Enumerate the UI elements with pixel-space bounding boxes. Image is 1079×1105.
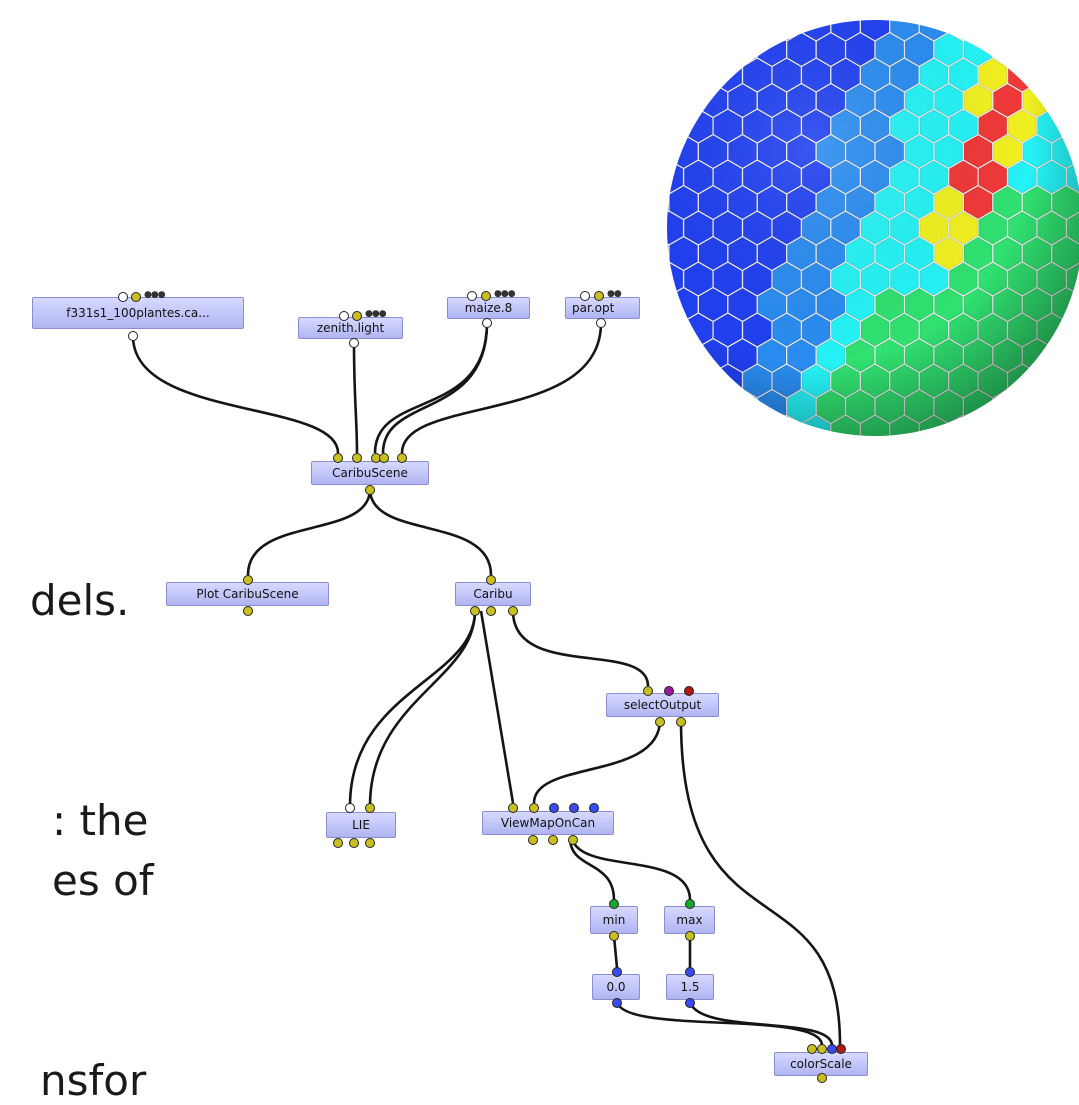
more-ports-icon: ●●: [607, 289, 622, 299]
slide-text-line-2: : the: [52, 796, 149, 845]
output-port[interactable]: [486, 606, 496, 616]
output-port[interactable]: [118, 292, 128, 302]
output-port[interactable]: [817, 1073, 827, 1083]
node-caribuscene[interactable]: CaribuScene: [311, 461, 429, 485]
wire-minvalue-colorscale: [615, 1001, 824, 1046]
output-port[interactable]: [548, 835, 558, 845]
wire-selectoutput-viewmap: [532, 719, 662, 804]
node-par-opt[interactable]: par.opt: [565, 297, 640, 319]
output-port[interactable]: [609, 931, 619, 941]
input-port[interactable]: [596, 318, 606, 328]
output-port[interactable]: [655, 717, 665, 727]
output-port[interactable]: [243, 606, 253, 616]
output-port[interactable]: [470, 606, 480, 616]
output-port[interactable]: [352, 311, 362, 321]
wire-maxvalue-colorscale: [688, 1001, 834, 1046]
input-port[interactable]: [685, 967, 695, 977]
input-port[interactable]: [836, 1044, 846, 1054]
output-port[interactable]: [339, 311, 349, 321]
wire-caribuscene-caribu: [368, 488, 493, 576]
input-port[interactable]: [352, 453, 362, 463]
output-port[interactable]: [467, 291, 477, 301]
output-port[interactable]: [365, 485, 375, 495]
input-port[interactable]: [243, 575, 253, 585]
node-plot-caribuscene[interactable]: Plot CaribuScene: [166, 582, 329, 606]
output-port[interactable]: [365, 838, 375, 848]
wire-caribu-selectoutput: [511, 610, 650, 687]
input-port[interactable]: [569, 803, 579, 813]
wire-caribuscene-plot: [246, 488, 372, 576]
wire-zenith-caribuscene: [352, 341, 359, 454]
wire-selectoutput-colorscale: [679, 719, 842, 1046]
more-ports-icon: ●●●: [494, 289, 516, 299]
input-port[interactable]: [529, 803, 539, 813]
output-port[interactable]: [508, 606, 518, 616]
wire-min-value: [612, 935, 619, 969]
output-port[interactable]: [685, 998, 695, 1008]
node-caribu[interactable]: Caribu: [455, 582, 531, 606]
wire-f331-caribuscene: [131, 335, 340, 454]
output-port[interactable]: [580, 291, 590, 301]
wire-maize-caribuscene-1: [373, 322, 489, 454]
input-port[interactable]: [379, 453, 389, 463]
output-port[interactable]: [333, 838, 343, 848]
node-zenith-light[interactable]: zenith.light: [298, 317, 403, 339]
input-port[interactable]: [817, 1044, 827, 1054]
output-port[interactable]: [528, 835, 538, 845]
wire-caribu-lie-1: [348, 610, 477, 807]
input-port[interactable]: [609, 899, 619, 909]
wire-parop-caribuscene: [400, 322, 603, 454]
input-port[interactable]: [349, 338, 359, 348]
wire-caribu-lie-2: [368, 610, 477, 807]
output-port[interactable]: [131, 292, 141, 302]
wire-caribu-viewmap: [479, 610, 515, 804]
input-port[interactable]: [612, 967, 622, 977]
input-port[interactable]: [365, 803, 375, 813]
wire-viewmap-max: [570, 837, 692, 901]
input-port[interactable]: [684, 686, 694, 696]
input-port[interactable]: [345, 803, 355, 813]
output-port[interactable]: [612, 998, 622, 1008]
node-lie[interactable]: LIE: [326, 812, 396, 838]
node-viewmaponcan[interactable]: ViewMapOnCan: [482, 811, 614, 835]
input-port[interactable]: [486, 575, 496, 585]
slide-text-line-1: dels.: [30, 576, 130, 625]
more-ports-icon: ●●●: [365, 309, 387, 319]
output-port[interactable]: [481, 291, 491, 301]
node-min[interactable]: min: [590, 906, 638, 934]
output-port[interactable]: [568, 835, 578, 845]
node-max[interactable]: max: [664, 906, 715, 934]
output-port[interactable]: [349, 838, 359, 848]
input-port[interactable]: [589, 803, 599, 813]
input-port[interactable]: [397, 453, 407, 463]
input-port[interactable]: [664, 686, 674, 696]
input-port[interactable]: [807, 1044, 817, 1054]
node-selectoutput[interactable]: selectOutput: [606, 693, 719, 717]
input-port[interactable]: [128, 331, 138, 341]
node-f331s1-scene-file[interactable]: f331s1_100plantes.ca...: [32, 297, 244, 329]
wire-maize-caribuscene-2: [381, 322, 489, 454]
input-port[interactable]: [333, 453, 343, 463]
input-port[interactable]: [643, 686, 653, 696]
output-port[interactable]: [685, 931, 695, 941]
input-port[interactable]: [549, 803, 559, 813]
input-port[interactable]: [508, 803, 518, 813]
input-port[interactable]: [482, 318, 492, 328]
wire-viewmap-min: [568, 837, 616, 901]
output-port[interactable]: [676, 717, 686, 727]
node-max-value[interactable]: 1.5: [666, 974, 714, 1000]
more-ports-icon: ●●●: [144, 290, 166, 300]
output-port[interactable]: [594, 291, 604, 301]
node-min-value[interactable]: 0.0: [592, 974, 640, 1000]
slide-text-line-3: es of: [52, 856, 154, 905]
input-port[interactable]: [685, 899, 695, 909]
